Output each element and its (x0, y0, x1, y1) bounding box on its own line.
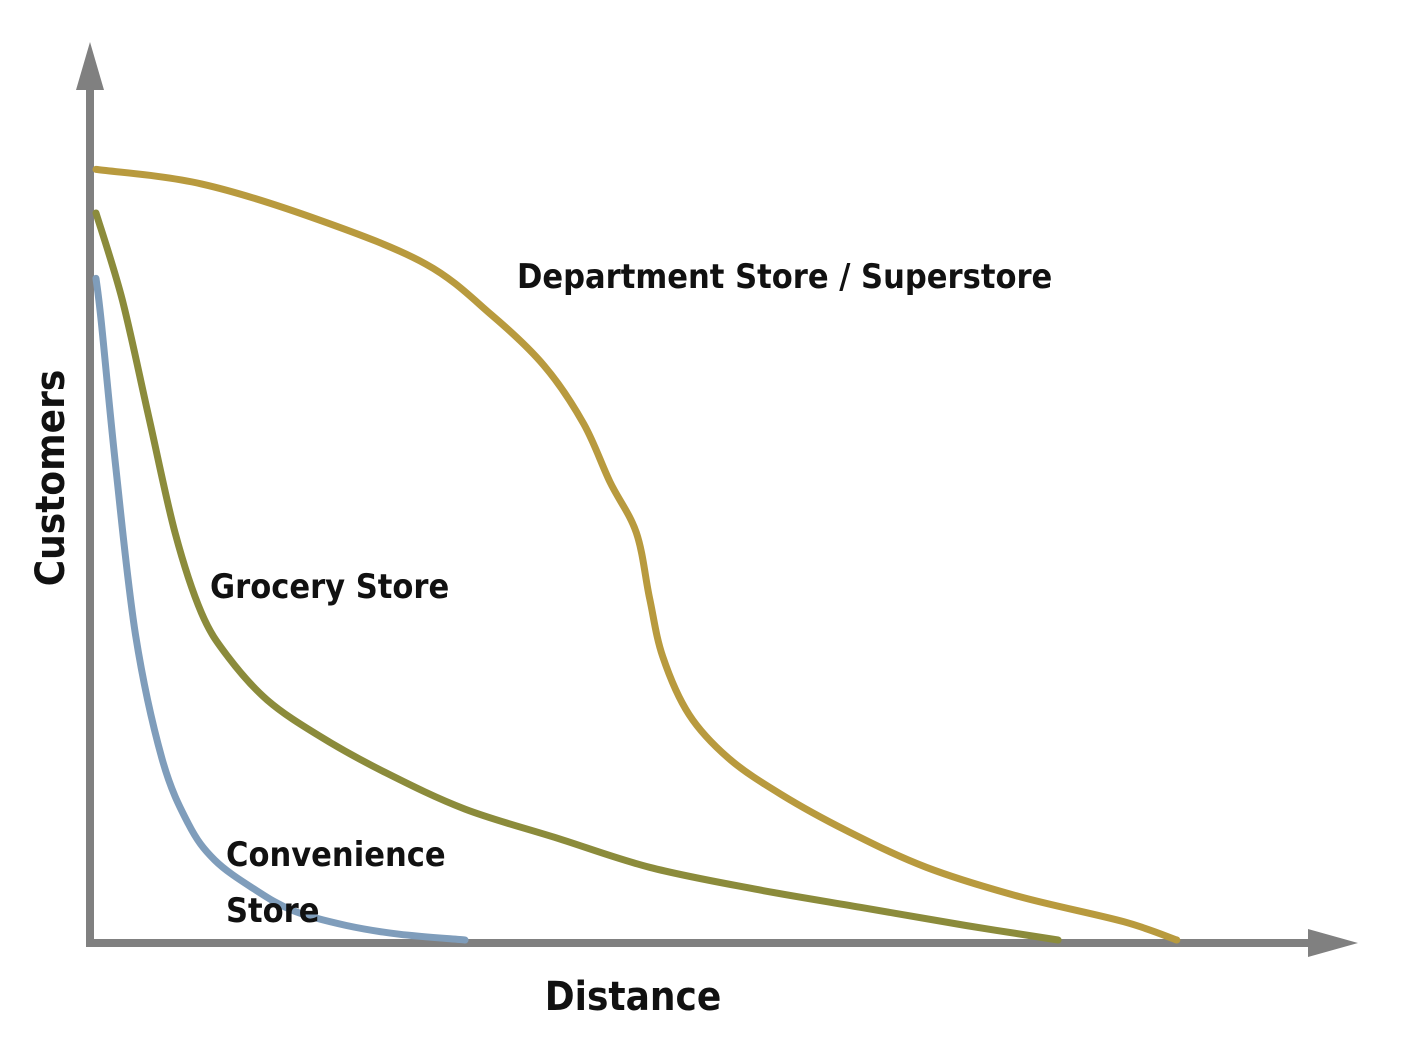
series-line-convenience-store (92, 274, 469, 944)
y-axis-arrowhead (76, 42, 104, 90)
x-axis-arrowhead (1308, 929, 1358, 957)
series-label-convenience-line-2: Store (226, 891, 320, 931)
series-labels: Department Store / Superstore Grocery St… (210, 257, 1052, 931)
series-label-grocery-store: Grocery Store (210, 567, 449, 607)
series-label-convenience-line-1: Convenience (226, 835, 446, 875)
series-line-grocery-store (92, 209, 1062, 944)
series-layer (92, 165, 1181, 944)
x-axis-title: Distance (545, 974, 721, 1020)
axes (76, 42, 1358, 957)
series-line-department-store (92, 165, 1181, 944)
y-axis-title: Customers (28, 370, 74, 586)
series-label-department-store: Department Store / Superstore (517, 257, 1052, 297)
